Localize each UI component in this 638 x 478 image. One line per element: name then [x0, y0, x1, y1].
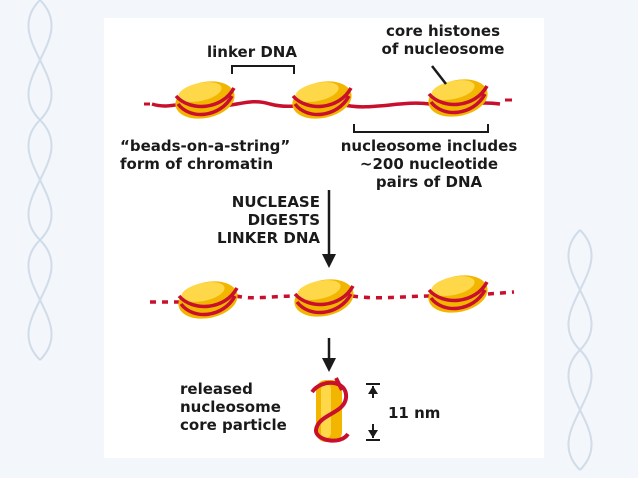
nuclease-label-line3: LINKER DNA — [217, 229, 320, 247]
nucleosome-label-line3: pairs of DNA — [375, 173, 483, 191]
nucleosome-3 — [427, 79, 489, 117]
nuclease-label-line1: NUCLEASE — [231, 193, 320, 211]
released-core-label: released nucleosome core particle — [180, 380, 287, 434]
size-dimension-marker — [366, 383, 380, 441]
down-arrow-1 — [322, 190, 336, 268]
released-label-line3: core particle — [180, 416, 287, 434]
nucleosome-4 — [177, 281, 239, 319]
linker-dna-bracket — [231, 65, 295, 74]
core-histones-pointer — [431, 65, 447, 85]
nucleosome-label-line1: nucleosome includes — [340, 137, 518, 155]
nucleosome-span-bracket — [353, 124, 489, 133]
released-core-particle — [310, 377, 350, 443]
nucleosome-1 — [174, 81, 236, 119]
beads-label-line1: “beads-on-a-string” — [120, 137, 291, 155]
down-arrow-2 — [322, 338, 336, 372]
nucleosome-includes-label: nucleosome includes ~200 nucleotide pair… — [324, 137, 534, 191]
nucleosome-label-line2: ~200 nucleotide — [359, 155, 499, 173]
size-label: 11 nm — [388, 404, 441, 422]
released-label-line1: released — [180, 380, 253, 398]
beads-label-line2: form of chromatin — [120, 155, 274, 173]
core-histones-label-line2: of nucleosome — [381, 40, 505, 58]
nucleosome-5 — [293, 279, 355, 317]
released-label-line2: nucleosome — [180, 398, 281, 416]
dna-strand-row2-dashed — [150, 290, 515, 304]
core-histones-label-line1: core histones — [386, 22, 500, 40]
beads-on-string-label: “beads-on-a-string” form of chromatin — [120, 137, 290, 173]
nucleosome-6 — [427, 275, 489, 313]
linker-dna-label: linker DNA — [207, 43, 297, 61]
nucleosome-2 — [291, 81, 353, 119]
nuclease-digests-label: NUCLEASE DIGESTS LINKER DNA — [196, 193, 320, 247]
nuclease-label-line2: DIGESTS — [247, 211, 320, 229]
core-histones-label: core histones of nucleosome — [368, 22, 518, 58]
